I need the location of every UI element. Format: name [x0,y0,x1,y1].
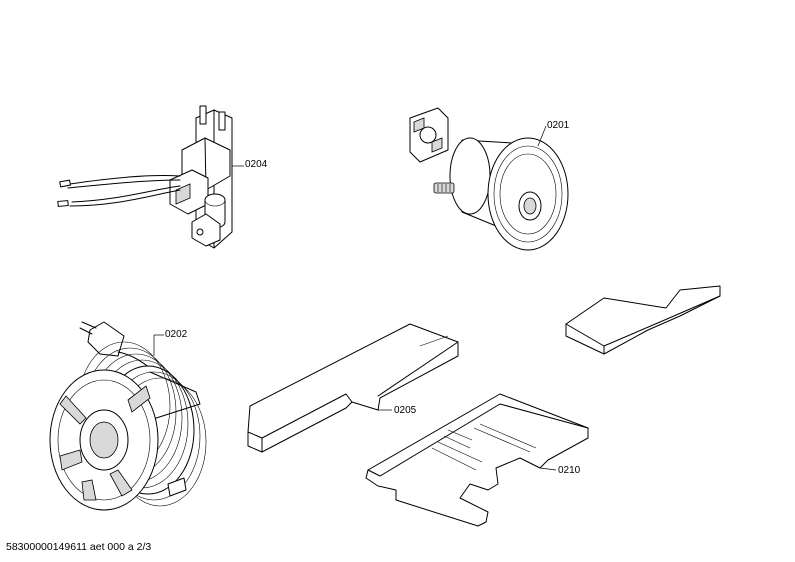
part-0201-drawing [409,107,569,251]
handle-plate-drawing [565,285,721,355]
part-0205-drawing [247,323,459,453]
part-0202-drawing [49,321,207,511]
part-label-0202: 0202 [165,329,188,340]
part-0210-drawing [365,393,589,527]
part-label-0204: 0204 [245,159,268,170]
part-label-0205: 0205 [394,405,417,416]
leader-line-0210 [539,467,557,471]
part-label-0210: 0210 [558,465,581,476]
document-footer: 58300000149611 aet 000 a 2/3 [6,541,152,553]
part-label-0201: 0201 [547,120,570,131]
leader-line-0201 [537,125,547,147]
part-0204-drawing [57,105,233,249]
